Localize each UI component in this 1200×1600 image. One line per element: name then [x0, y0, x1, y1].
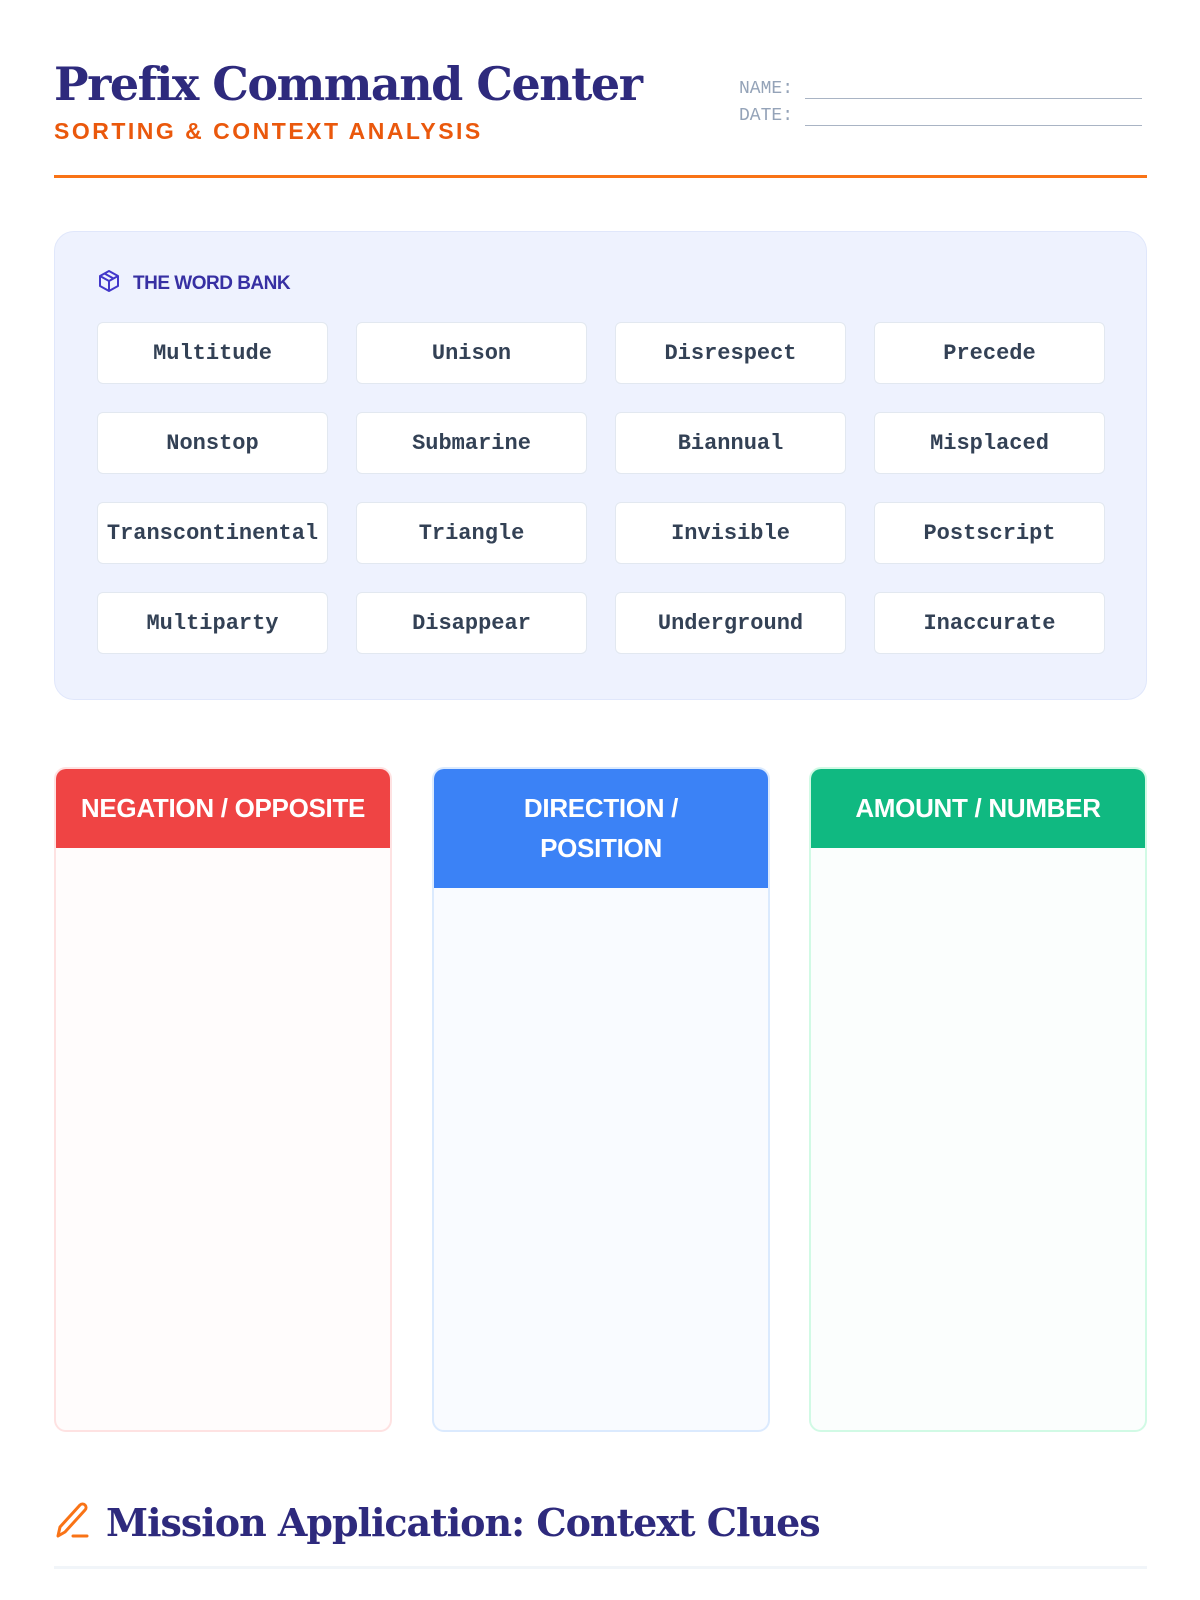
word-chip[interactable]: Submarine — [356, 412, 587, 474]
word-chip[interactable]: Invisible — [615, 502, 846, 564]
word-chip[interactable]: Multitude — [97, 322, 328, 384]
word-chip[interactable]: Inaccurate — [874, 592, 1105, 654]
name-label: NAME: — [739, 79, 794, 99]
name-date-fields: NAME: DATE: — [739, 72, 1143, 126]
category-header: NEGATION / OPPOSITE — [56, 769, 390, 848]
category-header: DIRECTION / POSITION — [434, 769, 768, 888]
date-field[interactable] — [805, 108, 1143, 126]
page-subtitle: SORTING & CONTEXT ANALYSIS — [54, 118, 483, 144]
word-chip[interactable]: Disappear — [356, 592, 587, 654]
mission-title: Mission Application: Context Clues — [106, 1500, 821, 1545]
category-amount[interactable]: AMOUNT / NUMBER — [809, 767, 1147, 1432]
worksheet-header: Prefix Command Center SORTING & CONTEXT … — [54, 52, 1147, 178]
word-chip[interactable]: Disrespect — [615, 322, 846, 384]
word-chip[interactable]: Transcontinental — [97, 502, 328, 564]
category-direction[interactable]: DIRECTION / POSITION — [432, 767, 770, 1432]
word-chip[interactable]: Multiparty — [97, 592, 328, 654]
word-chip[interactable]: Misplaced — [874, 412, 1105, 474]
word-chip[interactable]: Nonstop — [97, 412, 328, 474]
word-chip[interactable]: Precede — [874, 322, 1105, 384]
divider — [54, 1566, 1147, 1569]
category-header: AMOUNT / NUMBER — [811, 769, 1145, 848]
name-field[interactable] — [805, 81, 1143, 99]
mission-section-header: Mission Application: Context Clues — [54, 1500, 821, 1545]
word-chip[interactable]: Biannual — [615, 412, 846, 474]
word-chip[interactable]: Underground — [615, 592, 846, 654]
page-title: Prefix Command Center — [54, 57, 643, 111]
category-negation[interactable]: NEGATION / OPPOSITE — [54, 767, 392, 1432]
word-chip[interactable]: Postscript — [874, 502, 1105, 564]
date-label: DATE: — [739, 106, 794, 126]
word-chip[interactable]: Triangle — [356, 502, 587, 564]
cube-icon — [97, 269, 121, 299]
word-bank-title: THE WORD BANK — [133, 273, 291, 294]
pencil-icon — [54, 1500, 92, 1545]
word-chip[interactable]: Unison — [356, 322, 587, 384]
